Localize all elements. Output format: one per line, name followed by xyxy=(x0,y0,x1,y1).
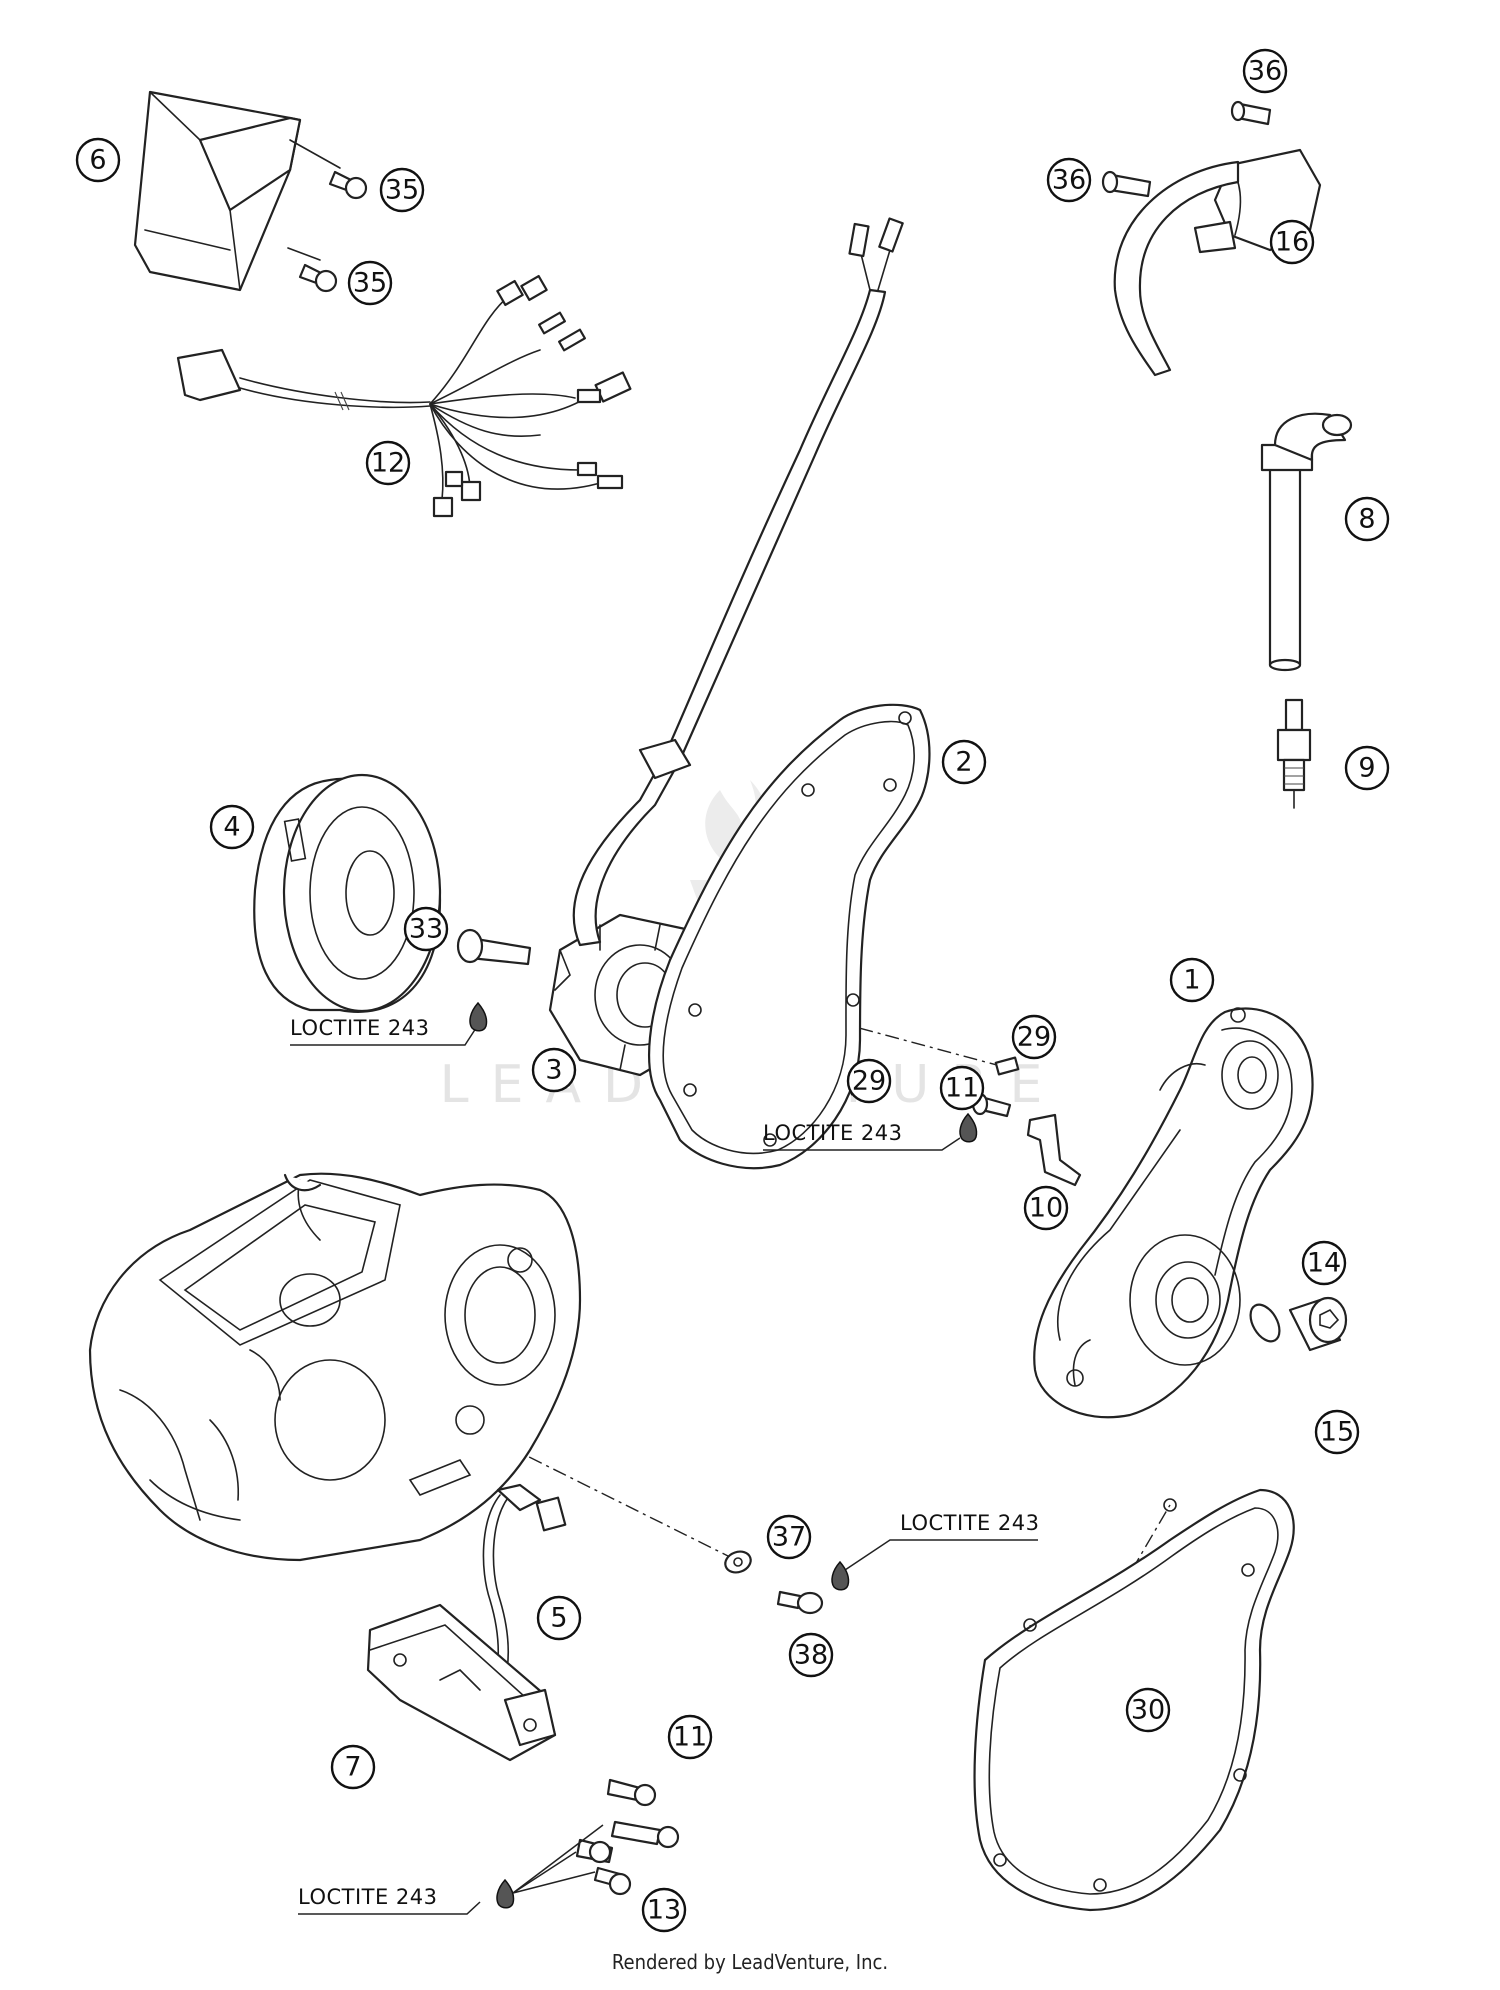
svg-text:5: 5 xyxy=(550,1603,567,1634)
screw-11-lower xyxy=(606,1778,657,1807)
o-ring-14 xyxy=(1249,1303,1281,1343)
screw-38 xyxy=(776,1590,824,1615)
svg-text:9: 9 xyxy=(1358,753,1375,784)
callout-10: 10 xyxy=(1023,1185,1069,1231)
svg-text:7: 7 xyxy=(344,1752,361,1783)
callout-1: 1 xyxy=(1169,957,1215,1003)
svg-text:29: 29 xyxy=(852,1066,886,1097)
svg-text:8: 8 xyxy=(1358,504,1375,535)
callout-3: 3 xyxy=(531,1047,577,1093)
svg-text:29: 29 xyxy=(1017,1022,1051,1053)
callout-36-top: 36 xyxy=(1242,48,1288,94)
spark-plug xyxy=(1276,698,1312,809)
svg-text:6: 6 xyxy=(89,145,106,176)
callout-4: 4 xyxy=(209,804,255,850)
svg-text:37: 37 xyxy=(772,1522,806,1553)
footer-credit: Rendered by LeadVenture, Inc. xyxy=(611,1950,889,1974)
svg-text:38: 38 xyxy=(794,1640,828,1671)
callout-38: 38 xyxy=(788,1632,834,1678)
bolt-33 xyxy=(456,928,532,966)
callout-35-lower: 35 xyxy=(347,260,393,306)
callout-11-lower: 11 xyxy=(667,1714,713,1760)
washer-37 xyxy=(724,1550,752,1574)
callout-2: 2 xyxy=(941,739,987,785)
screw-35-lower xyxy=(298,263,338,293)
svg-text:12: 12 xyxy=(371,448,405,479)
svg-text:15: 15 xyxy=(1320,1417,1354,1448)
svg-text:3: 3 xyxy=(545,1055,562,1086)
callout-16: 16 xyxy=(1269,219,1315,265)
svg-text:16: 16 xyxy=(1275,227,1309,258)
callout-11-upper: 11 xyxy=(939,1065,985,1111)
position-sensor-cable xyxy=(469,1483,567,1723)
svg-text:36: 36 xyxy=(1248,56,1282,87)
svg-text:LOCTITE 243: LOCTITE 243 xyxy=(900,1511,1040,1535)
svg-text:33: 33 xyxy=(409,914,443,945)
screw-36-left xyxy=(1101,170,1152,198)
screw-plug-15 xyxy=(1288,1296,1348,1352)
callout-29-left: 29 xyxy=(846,1058,892,1104)
svg-text:30: 30 xyxy=(1131,1695,1165,1726)
loctite-label-2: LOCTITE 243 xyxy=(763,1112,978,1151)
callout-29-right: 29 xyxy=(1011,1014,1057,1060)
callout-6: 6 xyxy=(75,137,121,183)
svg-text:35: 35 xyxy=(385,175,419,206)
svg-text:2: 2 xyxy=(955,747,972,778)
screw-36-top xyxy=(1230,100,1272,126)
screw-13-b xyxy=(575,1838,614,1864)
loctite-label-3: LOCTITE 243 xyxy=(831,1511,1040,1591)
screw-13-c xyxy=(593,1866,632,1896)
dowel-29-right xyxy=(994,1056,1020,1076)
loctite-label-4: LOCTITE 243 xyxy=(298,1824,604,1915)
spark-plug-connector xyxy=(1260,412,1353,672)
callout-13: 13 xyxy=(641,1887,687,1933)
screw-35-upper xyxy=(328,170,368,200)
callout-37: 37 xyxy=(766,1514,812,1560)
callout-7: 7 xyxy=(330,1744,376,1790)
crankcase xyxy=(88,1172,582,1562)
svg-text:36: 36 xyxy=(1052,165,1086,196)
svg-text:11: 11 xyxy=(673,1722,707,1753)
callout-35-upper: 35 xyxy=(379,167,425,213)
svg-text:13: 13 xyxy=(647,1895,681,1926)
svg-text:11: 11 xyxy=(945,1073,979,1104)
ecu-box xyxy=(133,90,341,292)
callout-5: 5 xyxy=(536,1595,582,1641)
svg-text:1: 1 xyxy=(1183,965,1200,996)
svg-text:35: 35 xyxy=(353,268,387,299)
callouts: 1 2 3 4 5 6 7 8 9 10 11 11 12 13 14 15 1… xyxy=(75,48,1390,1933)
screw-11-upper xyxy=(971,1092,1012,1118)
svg-text:LOCTITE 243: LOCTITE 243 xyxy=(290,1016,430,1040)
wiring-harness xyxy=(176,274,632,518)
svg-text:4: 4 xyxy=(223,812,240,843)
callout-14: 14 xyxy=(1301,1240,1347,1286)
callout-12: 12 xyxy=(365,440,411,486)
sensor-bracket xyxy=(366,1603,557,1762)
screw-13-a xyxy=(610,1820,680,1849)
ignition-cover-gasket xyxy=(647,703,931,1170)
callout-8: 8 xyxy=(1344,496,1390,542)
loctite-label-1: LOCTITE 243 xyxy=(290,1001,488,1046)
callout-30: 30 xyxy=(1125,1687,1171,1733)
callout-9: 9 xyxy=(1344,745,1390,791)
ignition-cover xyxy=(1033,1007,1314,1419)
flywheel-rotor xyxy=(253,773,442,1013)
svg-text:LOCTITE 243: LOCTITE 243 xyxy=(763,1121,903,1145)
svg-text:LOCTITE 243: LOCTITE 243 xyxy=(298,1885,438,1909)
svg-text:14: 14 xyxy=(1307,1248,1341,1279)
callout-36-left: 36 xyxy=(1046,157,1092,203)
callout-15: 15 xyxy=(1314,1409,1360,1455)
svg-text:10: 10 xyxy=(1029,1193,1063,1224)
callout-33: 33 xyxy=(403,906,449,952)
bracket-10 xyxy=(1026,1113,1082,1187)
